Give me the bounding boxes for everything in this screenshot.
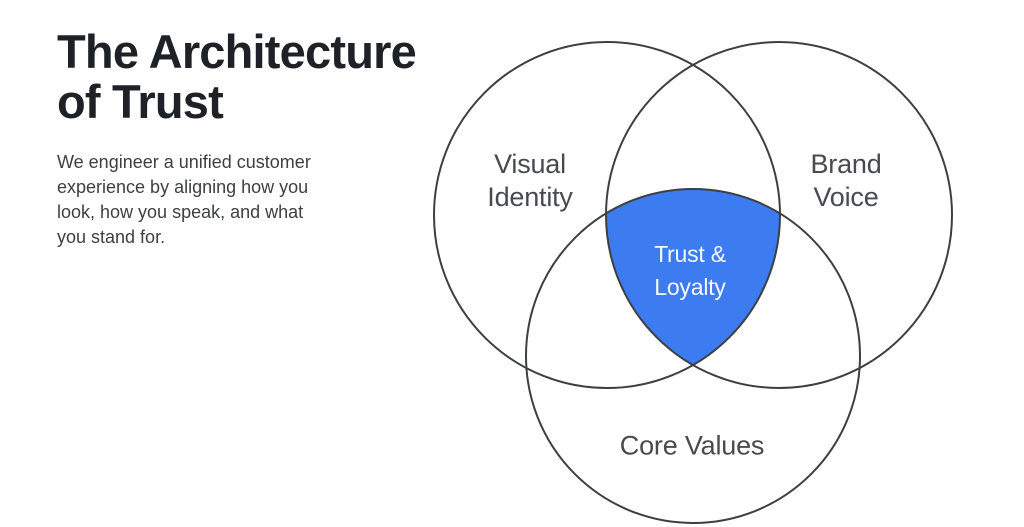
header: The Architecture of Trust We engineer a …	[57, 27, 477, 250]
venn-circle-visual-identity	[433, 41, 781, 389]
page-title: The Architecture of Trust	[57, 25, 417, 128]
venn-label-core-values: Core Values	[619, 430, 765, 461]
page-description: We engineer a unified customer experienc…	[57, 152, 311, 247]
venn-label-visual-identity: Visual Identity	[487, 149, 573, 212]
venn-label-trust-loyalty: Trust & Loyalty	[654, 241, 726, 300]
venn-circle-core-values	[525, 188, 861, 524]
venn-circle-brand-voice	[605, 41, 953, 389]
venn-label-brand-voice: Brand Voice	[810, 149, 882, 212]
